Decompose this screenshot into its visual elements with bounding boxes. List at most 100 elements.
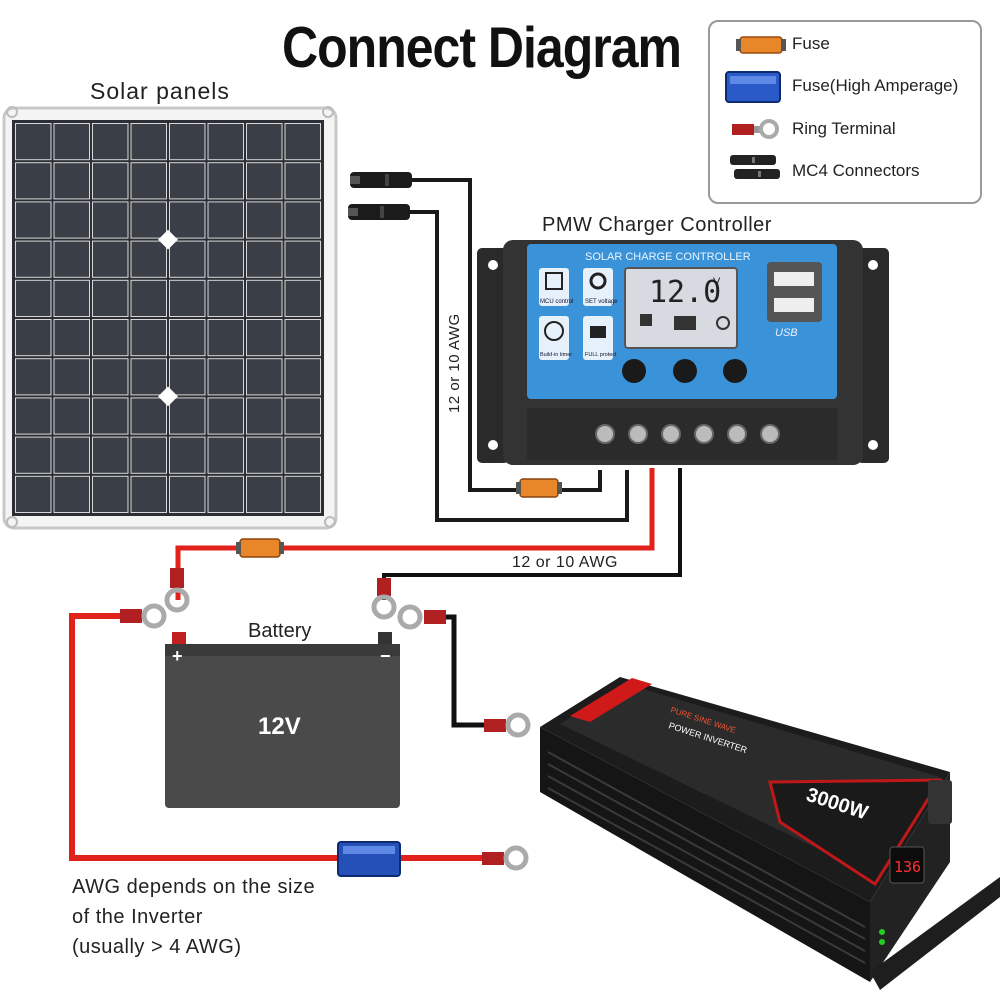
solar-cell — [92, 475, 129, 513]
solar-cell — [246, 201, 283, 239]
legend-label-ring-terminal: Ring Terminal — [792, 119, 896, 138]
solar-cell — [53, 319, 90, 357]
solar-cell — [92, 162, 129, 200]
solar-cell — [15, 319, 52, 357]
cell-junction — [158, 229, 178, 250]
solar-cell — [207, 240, 244, 278]
gear-icon — [589, 272, 607, 290]
power-inverter: 3000W PURE SINE WAVE POWER INVERTER 136 — [540, 677, 1000, 990]
solar-cell — [92, 319, 129, 357]
solar-cell — [284, 475, 321, 513]
svg-text:+: + — [172, 646, 183, 666]
ring-terminal-icon — [397, 604, 446, 630]
terminal-screw — [628, 424, 648, 444]
solar-cell — [207, 123, 244, 161]
buildin-label: Build-in timer — [540, 352, 572, 358]
terminal-screw — [595, 424, 615, 444]
positive-terminal — [172, 632, 186, 646]
solar-cell — [169, 358, 206, 396]
solar-cell — [53, 201, 90, 239]
solar-cell — [207, 279, 244, 318]
awg-label-vertical: 12 or 10 AWG — [446, 313, 463, 413]
solar-cell — [92, 240, 129, 278]
solar-cell — [284, 279, 321, 318]
battery-voltage: 12V — [258, 713, 301, 740]
solar-cell — [207, 358, 244, 396]
solar-cell — [207, 319, 244, 357]
solar-cell — [15, 475, 52, 513]
solar-cell — [130, 358, 167, 396]
solar-cell — [169, 201, 206, 239]
solar-cell — [53, 358, 90, 396]
solar-cell — [53, 436, 90, 474]
inverter-display: 136 — [894, 858, 921, 876]
legend-label-high-amperage-fuse: Fuse(High Amperage) — [792, 76, 959, 95]
solar-cell — [53, 279, 90, 318]
solar-cell — [53, 240, 90, 278]
pv-wire-negative — [410, 210, 629, 522]
controller-label: PMW Charger Controller — [542, 214, 772, 236]
cell-junction — [158, 386, 178, 407]
solar-cell — [53, 123, 90, 161]
solar-cell — [246, 436, 283, 474]
mc4-connector-icon — [350, 172, 412, 188]
ring-terminal-icon — [120, 603, 167, 629]
solar-cell — [15, 279, 52, 318]
solar-cell — [169, 162, 206, 200]
solar-cell — [246, 123, 283, 161]
controller-display-unit: V — [713, 276, 721, 288]
solar-cell — [53, 475, 90, 513]
mc4-connector-icon — [730, 155, 780, 179]
menu-button — [622, 359, 646, 383]
high-amperage-fuse-icon — [337, 841, 401, 877]
solar-cell-grid — [15, 123, 321, 513]
solar-cell — [53, 397, 90, 435]
solar-cell — [246, 475, 283, 513]
awg-note-line3: (usually > 4 AWG) — [72, 936, 242, 958]
solar-cell — [246, 397, 283, 435]
legend-icons — [725, 36, 786, 179]
chip-icon — [545, 272, 563, 290]
awg-note-line2: of the Inverter — [72, 906, 203, 928]
down-button — [723, 359, 747, 383]
ring-terminal-icon — [164, 568, 190, 613]
solar-cell — [284, 397, 321, 435]
solar-cell — [207, 436, 244, 474]
solar-cell — [169, 319, 206, 357]
ring-terminal-icon — [732, 119, 779, 139]
solar-cell — [130, 123, 167, 161]
set-label: SET voltage — [585, 299, 618, 305]
solar-cell — [246, 358, 283, 396]
solar-cell — [92, 279, 129, 318]
solar-cell — [169, 123, 206, 161]
solar-cell — [169, 279, 206, 318]
negative-terminal — [378, 632, 392, 646]
solar-cell — [207, 475, 244, 513]
solar-cell — [169, 397, 206, 435]
solar-cell — [15, 201, 52, 239]
terminal-screw — [760, 424, 780, 444]
awg-note-line1: AWG depends on the size — [72, 876, 316, 898]
fuse-icon — [236, 538, 284, 558]
svg-text:−: − — [380, 646, 391, 666]
solar-cell — [130, 319, 167, 357]
solar-cell — [15, 358, 52, 396]
solar-cell — [169, 240, 206, 278]
terminal-screw — [661, 424, 681, 444]
solar-panels-label: Solar panels — [90, 78, 230, 104]
terminal-block — [595, 424, 780, 444]
solar-cell — [246, 162, 283, 200]
mc4-connector-icon — [348, 204, 410, 220]
solar-cell — [130, 397, 167, 435]
high-amperage-fuse-icon — [725, 71, 781, 103]
solar-cell — [53, 162, 90, 200]
awg-label-horizontal: 12 or 10 AWG — [512, 554, 618, 571]
solar-cell — [246, 240, 283, 278]
solar-cell — [207, 397, 244, 435]
pv-wire-positive — [410, 178, 602, 492]
up-button — [673, 359, 697, 383]
solar-cell — [130, 436, 167, 474]
solar-cell — [15, 240, 52, 278]
solar-cell — [284, 162, 321, 200]
solar-cell — [284, 123, 321, 161]
